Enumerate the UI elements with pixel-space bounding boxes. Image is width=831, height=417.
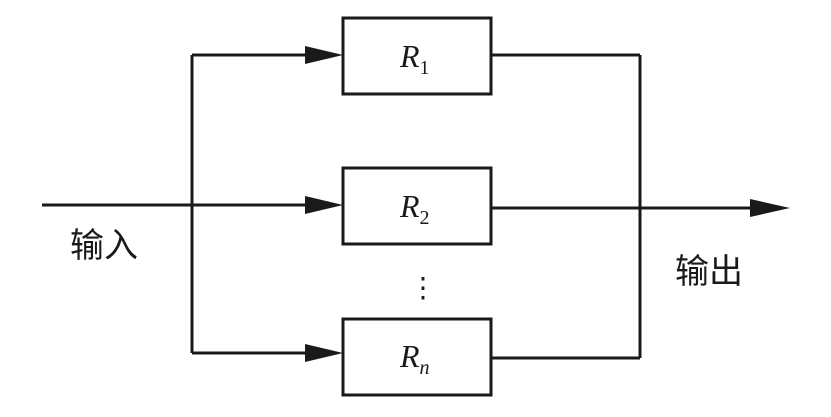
arrow-into-rn <box>305 344 343 362</box>
arrow-into-r1 <box>305 46 343 64</box>
arrow-into-r2 <box>305 196 343 214</box>
output-label: 输出 <box>675 252 743 292</box>
input-label: 输入 <box>70 226 138 266</box>
block-r1-label: R1 <box>399 38 430 79</box>
block-r1 <box>341 16 493 96</box>
block-r2-label: R2 <box>399 188 430 229</box>
block-rn-label: Rn <box>399 338 430 379</box>
vertical-ellipsis: ⋮ <box>409 271 437 304</box>
output-arrow <box>750 199 790 217</box>
block-rn <box>341 317 493 397</box>
block-r2 <box>341 166 493 246</box>
